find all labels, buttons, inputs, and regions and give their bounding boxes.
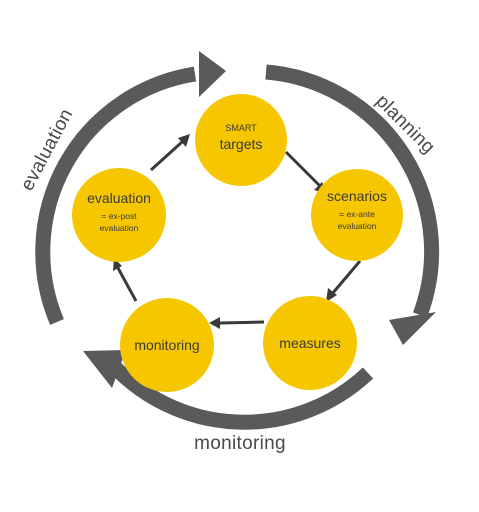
phase-label-monitoring: monitoring <box>194 433 286 454</box>
arrow-evaluation-to-targets <box>149 140 184 172</box>
arrow-scenarios-to-measures <box>330 260 362 295</box>
arrow-evaluation-to-targets-head <box>178 134 190 147</box>
monitoring-arc <box>104 357 374 430</box>
arrow-measures-to-monitoring <box>219 320 265 325</box>
node-evaluation-sub-label-1: = ex-post <box>101 211 137 221</box>
arrow-targets-to-scenarios <box>284 150 322 188</box>
planning-arrowhead <box>389 312 436 345</box>
evaluation-arrowhead <box>199 51 226 97</box>
arrow-monitoring-to-evaluation <box>116 267 138 302</box>
node-monitoring-circle <box>120 298 214 392</box>
node-smart-targets-label: targets <box>220 136 263 152</box>
node-measures-label: measures <box>279 335 340 351</box>
node-monitoring-label: monitoring <box>134 337 199 353</box>
monitoring-arrowhead <box>83 350 126 388</box>
node-scenarios-label: scenarios <box>327 188 387 204</box>
node-evaluation-label: evaluation <box>87 190 151 206</box>
outer-cycle-arrows <box>35 51 440 430</box>
node-scenarios-sub-label-1: = ex-ante <box>339 209 375 219</box>
arrow-scenarios-to-measures-head <box>326 288 337 302</box>
inner-arrows <box>113 134 362 329</box>
node-scenarios-circle <box>311 169 403 261</box>
evaluation-arc <box>35 66 197 325</box>
node-smart-targets-small-label: SMART <box>225 123 257 133</box>
node-evaluation-sub-label-2: evaluation <box>100 223 139 233</box>
node-evaluation: evaluation = ex-post evaluation <box>72 168 166 262</box>
node-measures-circle <box>263 296 357 390</box>
node-evaluation-circle <box>72 168 166 262</box>
arrow-measures-to-monitoring-head <box>209 317 220 329</box>
node-smart-targets-circle <box>195 94 287 186</box>
node-monitoring: monitoring <box>120 298 214 392</box>
planning-arc <box>265 64 440 318</box>
node-scenarios: scenarios = ex-ante evaluation <box>311 169 403 261</box>
node-scenarios-sub-label-2: evaluation <box>338 221 377 231</box>
node-smart-targets: SMART targets <box>195 94 287 186</box>
node-measures: measures <box>263 296 357 390</box>
